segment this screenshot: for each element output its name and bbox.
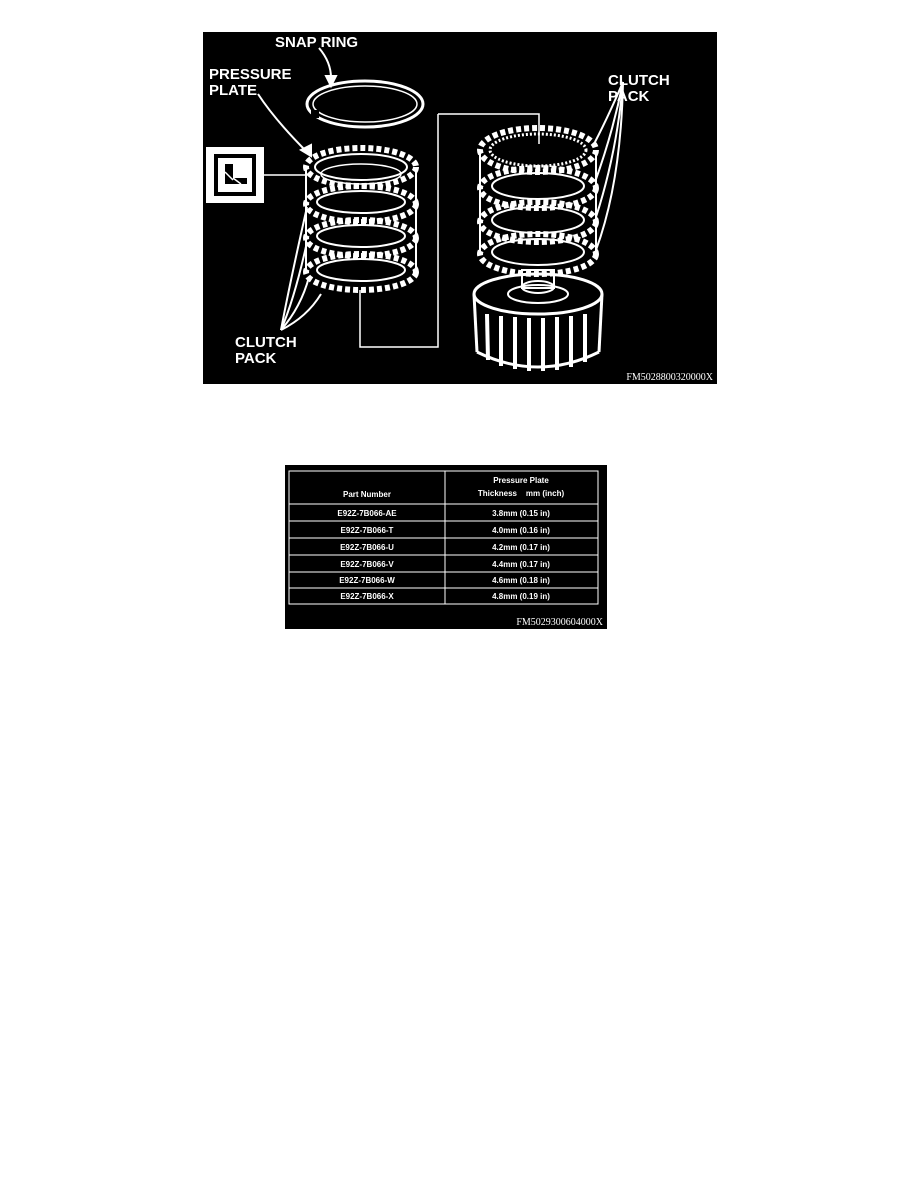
part-number-cell: E92Z-7B066-V [340,560,394,569]
thickness-cell: 4.4mm (0.17 in) [492,560,550,569]
snap-ring-illustration [305,79,425,129]
figure1-code: FM5028800320000X [626,372,713,383]
table-row: E92Z-7B066-W 4.6mm (0.18 in) [339,576,550,585]
table-grid [288,470,599,605]
clutch-pack-right-label-line2: PACK [608,88,650,105]
table-row: E92Z-7B066-U 4.2mm (0.17 in) [340,543,550,552]
clutch-pack-left-label-line2: PACK [235,350,277,367]
detail-symbol-icon [206,147,264,203]
clutch-pack-illustration: SNAP RING PRESSURE PLATE CLUTCH PACK CLU… [206,34,714,383]
header-part-number: Part Number [343,490,391,499]
table-row: E92Z-7B066-V 4.4mm (0.17 in) [340,560,550,569]
clutch-pack-diagram: SNAP RING PRESSURE PLATE CLUTCH PACK CLU… [203,32,717,384]
header-thickness-line1: Pressure Plate [493,476,549,485]
pressure-plate-table-figure: Part Number Pressure Plate Thickness mm … [285,465,607,629]
snap-ring-label: SNAP RING [275,34,358,51]
part-number-cell: E92Z-7B066-W [339,576,395,585]
pressure-plate-label-line2: PLATE [209,82,257,99]
leader-arrows [257,47,624,331]
figure2-code: FM5029300604000X [516,617,603,628]
pressure-plate-table: Part Number Pressure Plate Thickness mm … [288,470,604,628]
thickness-cell: 4.6mm (0.18 in) [492,576,550,585]
part-number-cell: E92Z-7B066-T [341,526,394,535]
part-number-cell: E92Z-7B066-AE [337,509,397,518]
clutch-pack-right-label-line1: CLUTCH [608,72,670,89]
right-clutch-stack [477,125,599,277]
left-clutch-stack [303,145,419,293]
table-row: E92Z-7B066-T 4.0mm (0.16 in) [341,526,551,535]
thickness-cell: 3.8mm (0.15 in) [492,509,550,518]
connector-bracket [359,113,540,348]
thickness-cell: 4.0mm (0.16 in) [492,526,550,535]
part-number-cell: E92Z-7B066-U [340,543,394,552]
clutch-pack-left-label-line1: CLUTCH [235,334,297,351]
clutch-drum [472,269,604,371]
part-number-cell: E92Z-7B066-X [340,592,394,601]
table-row: E92Z-7B066-AE 3.8mm (0.15 in) [337,509,550,518]
thickness-cell: 4.2mm (0.17 in) [492,543,550,552]
header-thickness-line2: Thickness mm (inch) [478,489,565,498]
pressure-plate-label-line1: PRESSURE [209,66,292,83]
thickness-cell: 4.8mm (0.19 in) [492,592,550,601]
table-row: E92Z-7B066-X 4.8mm (0.19 in) [340,592,550,601]
